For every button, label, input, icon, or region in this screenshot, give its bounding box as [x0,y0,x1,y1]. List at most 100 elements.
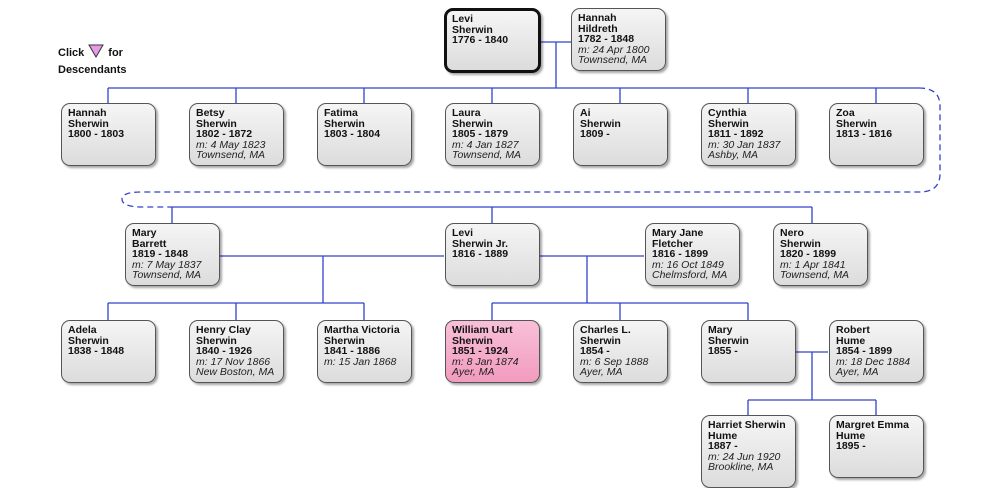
marriage-place: Ashby, MA [708,149,758,161]
person-name: Mary Jane [652,227,704,239]
marriage-place: Brookline, MA [708,461,774,473]
person-name: Martha Victoria [324,324,400,336]
marriage-date: m: 24 Apr 1800 [578,43,650,56]
person-surname: Hume [836,429,866,442]
legend-descendants-label: Descendants [58,64,127,76]
person-surname: Sherwin [324,334,365,347]
marriage-date: m: 30 Jan 1837 [708,138,781,151]
person-name: Hannah [68,107,107,119]
person-card-ai-sherwin[interactable]: Ai Sherwin 1809 - [573,103,668,166]
marriage-date: m: 16 Oct 1849 [652,258,724,271]
marriage-date: m: 17 Nov 1866 [196,355,271,368]
person-name: Levi [452,227,474,239]
person-years: 1800 - 1803 [68,128,125,140]
person-card-cynthia-sherwin[interactable]: Cynthia Sherwin 1811 - 1892 m: 30 Jan 18… [701,103,796,166]
marriage-place: Ayer, MA [452,366,495,378]
person-surname: Hume [708,429,738,442]
person-years: 1811 - 1892 [708,128,764,140]
person-surname: Sherwin [324,117,365,130]
person-years: 1820 - 1899 [780,248,837,260]
person-card-levi-sherwin[interactable]: Levi Sherwin 1776 - 1840 [444,8,541,73]
marriage-place: Townsend, MA [196,149,266,161]
person-name: Adela [68,324,97,336]
person-surname: Sherwin [580,334,621,347]
marriage-place: Townsend, MA [780,269,850,281]
person-years: 1803 - 1804 [324,128,381,140]
person-years: 1776 - 1840 [452,34,509,46]
person-years: 1838 - 1848 [68,345,125,357]
person-name: Charles L. [580,324,631,336]
person-card-mary-barrett[interactable]: Mary Barrett 1819 - 1848 m: 7 May 1837 T… [125,223,220,286]
person-card-henry-clay-sherwin[interactable]: Henry Clay Sherwin 1840 - 1926 m: 17 Nov… [189,320,284,383]
person-name: Robert [836,324,870,336]
person-surname: Sherwin [780,237,821,250]
person-surname: Sherwin [580,117,621,130]
person-card-margret-emma-hume[interactable]: Margret Emma Hume 1895 - [829,415,924,478]
marriage-date: m: 15 Jan 1868 [324,355,397,368]
marriage-date: m: 8 Jan 1874 [452,355,519,368]
person-name: William Uart [452,324,513,336]
person-years: 1816 - 1899 [652,248,709,260]
marriage-place: Ayer, MA [580,366,623,378]
person-years: 1819 - 1848 [132,248,189,260]
person-card-hannah-sherwin[interactable]: Hannah Sherwin 1800 - 1803 [61,103,156,166]
person-name: Zoa [836,107,855,119]
person-surname: Hume [836,334,866,347]
person-years: 1855 - [708,345,738,357]
person-surname: Sherwin [452,23,493,36]
person-name: Margret Emma [836,419,909,431]
person-years: 1809 - [580,128,610,140]
person-card-martha-victoria-sherwin[interactable]: Martha Victoria Sherwin 1841 - 1886 m: 1… [317,320,412,383]
person-years: 1816 - 1889 [452,248,509,260]
person-surname: Sherwin Jr. [452,237,509,250]
person-card-hannah-hildreth[interactable]: Hannah Hildreth 1782 - 1848 m: 24 Apr 18… [571,8,666,71]
marriage-place: New Boston, MA [196,366,275,378]
person-years: 1840 - 1926 [196,345,253,357]
person-name: Betsy [196,107,225,119]
person-card-zoa-sherwin[interactable]: Zoa Sherwin 1813 - 1816 [829,103,924,166]
marriage-date: m: 1 Apr 1841 [780,258,846,271]
person-card-robert-hume[interactable]: Robert Hume 1854 - 1899 m: 18 Dec 1884 A… [829,320,924,383]
person-card-betsy-sherwin[interactable]: Betsy Sherwin 1802 - 1872 m: 4 May 1823 … [189,103,284,166]
person-card-fatima-sherwin[interactable]: Fatima Sherwin 1803 - 1804 [317,103,412,166]
person-years: 1851 - 1924 [452,345,509,357]
person-name: Mary [132,227,157,239]
descendants-triangle-icon[interactable] [88,44,105,63]
person-years: 1805 - 1879 [452,128,509,140]
marriage-date: m: 7 May 1837 [132,258,202,271]
person-years: 1854 - [580,345,610,357]
person-card-harriet-sherwin-hume[interactable]: Harriet Sherwin Hume 1887 - m: 24 Jun 19… [701,415,796,488]
person-card-adela-sherwin[interactable]: Adela Sherwin 1838 - 1848 [61,320,156,383]
person-card-mary-sherwin[interactable]: Mary Sherwin 1855 - [701,320,796,383]
marriage-place: Townsend, MA [132,269,202,281]
legend: Click for Descendants [58,44,126,78]
person-years: 1841 - 1886 [324,345,381,357]
person-name: Ai [580,107,591,119]
marriage-place: Ayer, MA [836,366,879,378]
person-card-charles-l-sherwin[interactable]: Charles L. Sherwin 1854 - m: 6 Sep 1888 … [573,320,668,383]
legend-for-label: for [108,47,123,59]
person-years: 1782 - 1848 [578,33,635,45]
person-surname: Sherwin [196,117,237,130]
legend-click-label: Click [58,47,85,59]
person-name: Henry Clay [196,324,251,336]
marriage-date: m: 6 Sep 1888 [580,355,649,368]
person-surname: Sherwin [836,117,877,130]
person-years: 1895 - [836,440,866,452]
person-card-levi-sherwin-jr[interactable]: Levi Sherwin Jr. 1816 - 1889 [445,223,540,286]
person-surname: Barrett [132,237,167,250]
person-name: Laura [452,107,481,119]
person-card-nero-sherwin[interactable]: Nero Sherwin 1820 - 1899 m: 1 Apr 1841 T… [773,223,868,286]
person-name: Hannah [578,12,617,24]
person-name: Mary [708,324,733,336]
person-name: Harriet Sherwin [708,419,786,431]
marriage-place: Townsend, MA [452,149,522,161]
person-surname: Sherwin [452,117,493,130]
person-card-laura-sherwin[interactable]: Laura Sherwin 1805 - 1879 m: 4 Jan 1827 … [445,103,540,166]
person-card-william-uart-sherwin[interactable]: William Uart Sherwin 1851 - 1924 m: 8 Ja… [445,320,540,383]
person-years: 1802 - 1872 [196,128,253,140]
person-surname: Sherwin [708,117,749,130]
person-card-mary-jane-fletcher[interactable]: Mary Jane Fletcher 1816 - 1899 m: 16 Oct… [645,223,740,286]
marriage-date: m: 4 May 1823 [196,138,266,151]
person-name: Levi [452,13,474,25]
